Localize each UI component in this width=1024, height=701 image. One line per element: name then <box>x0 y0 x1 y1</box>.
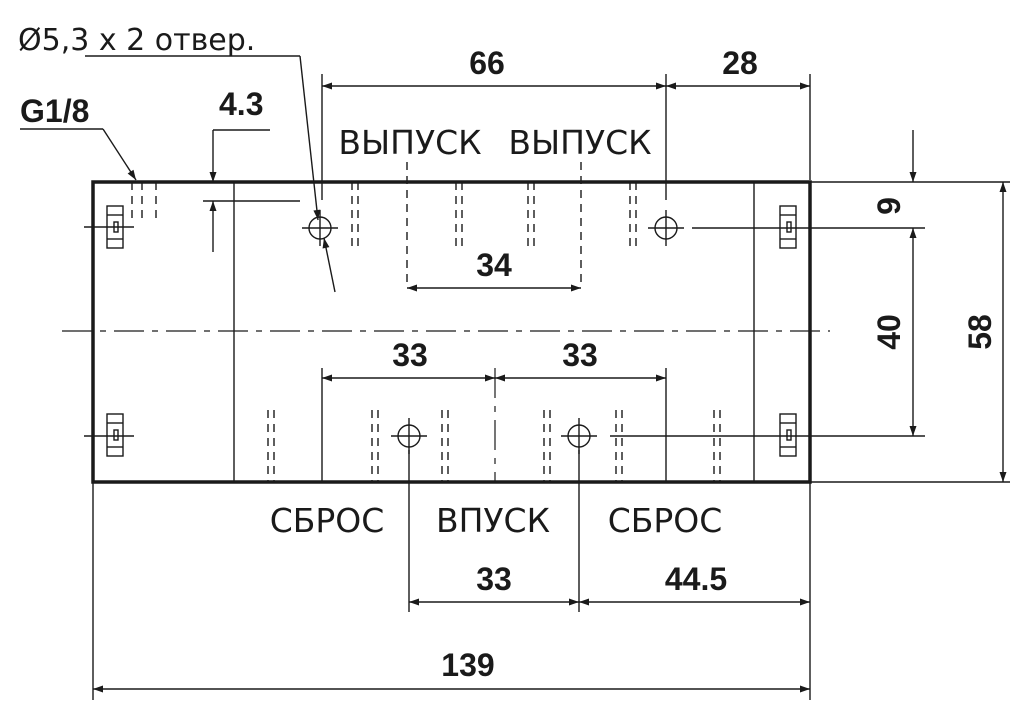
mounting-hole-left <box>302 210 338 246</box>
dim-outlet-spacing: 34 <box>476 247 512 283</box>
mounting-hole-note: Ø5,3 x 2 отвер. <box>18 23 255 58</box>
dim-overall-height: 58 <box>962 314 998 350</box>
port-label-outlet-2: ВЫПУСК <box>508 123 651 162</box>
exhaust-port-left-hole <box>391 418 427 454</box>
port-label-inlet: ВПУСК <box>436 501 550 540</box>
dim-right-offset: 28 <box>722 45 758 81</box>
dim-center-right: 33 <box>562 337 598 373</box>
dim-top-offset: 9 <box>871 197 907 215</box>
depth-step-label: 4.3 <box>219 86 263 122</box>
valve-body <box>91 180 812 484</box>
left-end-slots <box>84 182 157 457</box>
dim-bottom-spacing: 33 <box>476 561 512 597</box>
dimension-lines <box>93 82 1007 693</box>
dim-overall-length: 139 <box>441 647 494 683</box>
thread-note: G1/8 <box>20 93 89 129</box>
mounting-hole-right <box>648 210 684 246</box>
port-label-outlet-1: ВЫПУСК <box>338 123 481 162</box>
dim-top-spacing: 66 <box>469 45 505 81</box>
dim-center-left: 33 <box>392 337 428 373</box>
dim-bottom-right: 44.5 <box>665 561 727 597</box>
dim-hole-spacing-vertical: 40 <box>871 314 907 350</box>
port-label-exhaust-left: СБРОС <box>270 501 385 540</box>
port-label-exhaust-right: СБРОС <box>608 501 723 540</box>
leader-lines <box>20 55 336 293</box>
right-end-slots <box>779 205 797 457</box>
extension-lines <box>92 74 1010 700</box>
exhaust-port-right-hole <box>561 418 597 454</box>
hidden-port-lines <box>267 162 721 482</box>
